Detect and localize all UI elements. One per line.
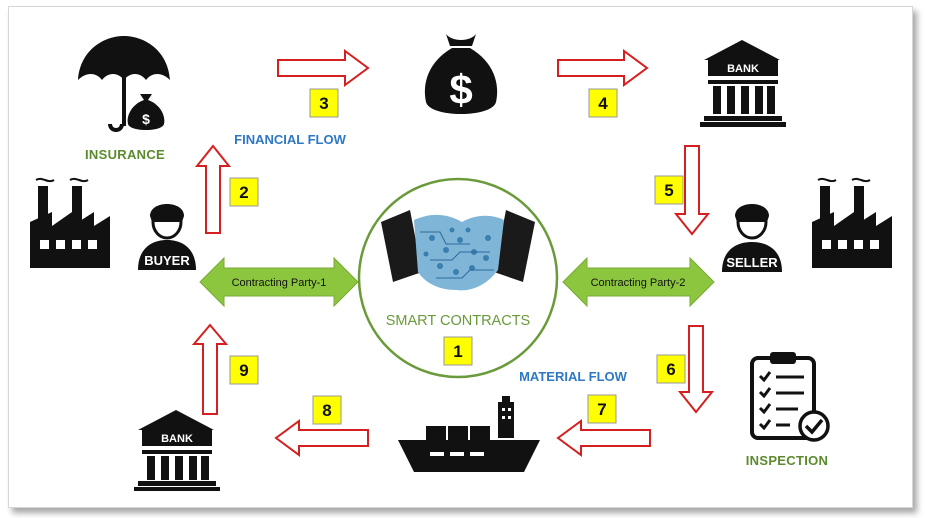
- insurance-label: INSURANCE: [85, 147, 165, 162]
- step-badge-5: 5: [654, 175, 684, 205]
- svg-text:7: 7: [597, 400, 606, 419]
- step-badge-1: 1: [443, 336, 473, 366]
- step-badge-8: 8: [312, 395, 342, 425]
- party-2-label: Contracting Party-2: [591, 277, 686, 289]
- party-arrow-2: Contracting Party-2: [562, 256, 715, 308]
- flow-arrow-7: [556, 419, 651, 457]
- flow-arrow-5: [673, 145, 711, 236]
- cargo-ship-icon: [398, 396, 540, 472]
- svg-text:8: 8: [322, 401, 331, 420]
- inspection-label: INSPECTION: [746, 453, 828, 468]
- seller-label: SELLER: [726, 255, 778, 270]
- svg-text:9: 9: [239, 361, 248, 380]
- svg-text:5: 5: [664, 181, 673, 200]
- money-bag-symbol: $: [449, 66, 472, 113]
- factory-icon: [30, 177, 110, 268]
- party-arrow-1: Contracting Party-1: [199, 256, 359, 308]
- svg-text:4: 4: [598, 94, 608, 113]
- material-flow-label: MATERIAL FLOW: [519, 369, 628, 384]
- smart-contracts-hub: SMART CONTRACTS: [357, 177, 559, 379]
- flow-arrow-6: [677, 325, 715, 414]
- step-badge-7: 7: [587, 394, 617, 424]
- flow-arrow-4: [557, 49, 649, 87]
- factory-icon-right: [812, 177, 892, 268]
- money-bag-icon: $: [424, 34, 498, 114]
- svg-text:1: 1: [453, 342, 462, 361]
- bank-icon-bottom: BANK: [134, 410, 220, 491]
- step-badge-4: 4: [588, 88, 618, 118]
- umbrella-bag-symbol: $: [142, 111, 150, 127]
- bank-icon: BANK: [700, 40, 786, 127]
- step-badge-9: 9: [229, 355, 259, 385]
- flow-arrow-3: [277, 49, 370, 87]
- svg-text:2: 2: [239, 183, 248, 202]
- flow-arrow-9: [191, 323, 229, 415]
- step-badge-6: 6: [656, 354, 686, 384]
- buyer-label: BUYER: [144, 253, 190, 268]
- flow-arrow-8: [274, 419, 369, 457]
- smart-contracts-label: SMART CONTRACTS: [386, 313, 530, 329]
- svg-text:6: 6: [666, 360, 675, 379]
- flow-arrow-2: [194, 144, 232, 234]
- handshake-icon: [381, 210, 535, 291]
- step-badge-2: 2: [229, 177, 259, 207]
- financial-flow-label: FINANCIAL FLOW: [234, 132, 346, 147]
- buyer-icon: BUYER: [138, 204, 196, 270]
- seller-icon: SELLER: [722, 204, 782, 272]
- svg-text:3: 3: [319, 94, 328, 113]
- checklist-icon: [750, 352, 830, 442]
- bank-bottom-label: BANK: [161, 433, 193, 445]
- bank-top-label: BANK: [727, 63, 759, 75]
- umbrella-money-icon: $: [78, 36, 170, 132]
- step-badge-3: 3: [309, 88, 339, 118]
- step-boxes: 1 2 3 4 5 6 7 8 9: [229, 88, 686, 425]
- party-1-label: Contracting Party-1: [232, 277, 327, 289]
